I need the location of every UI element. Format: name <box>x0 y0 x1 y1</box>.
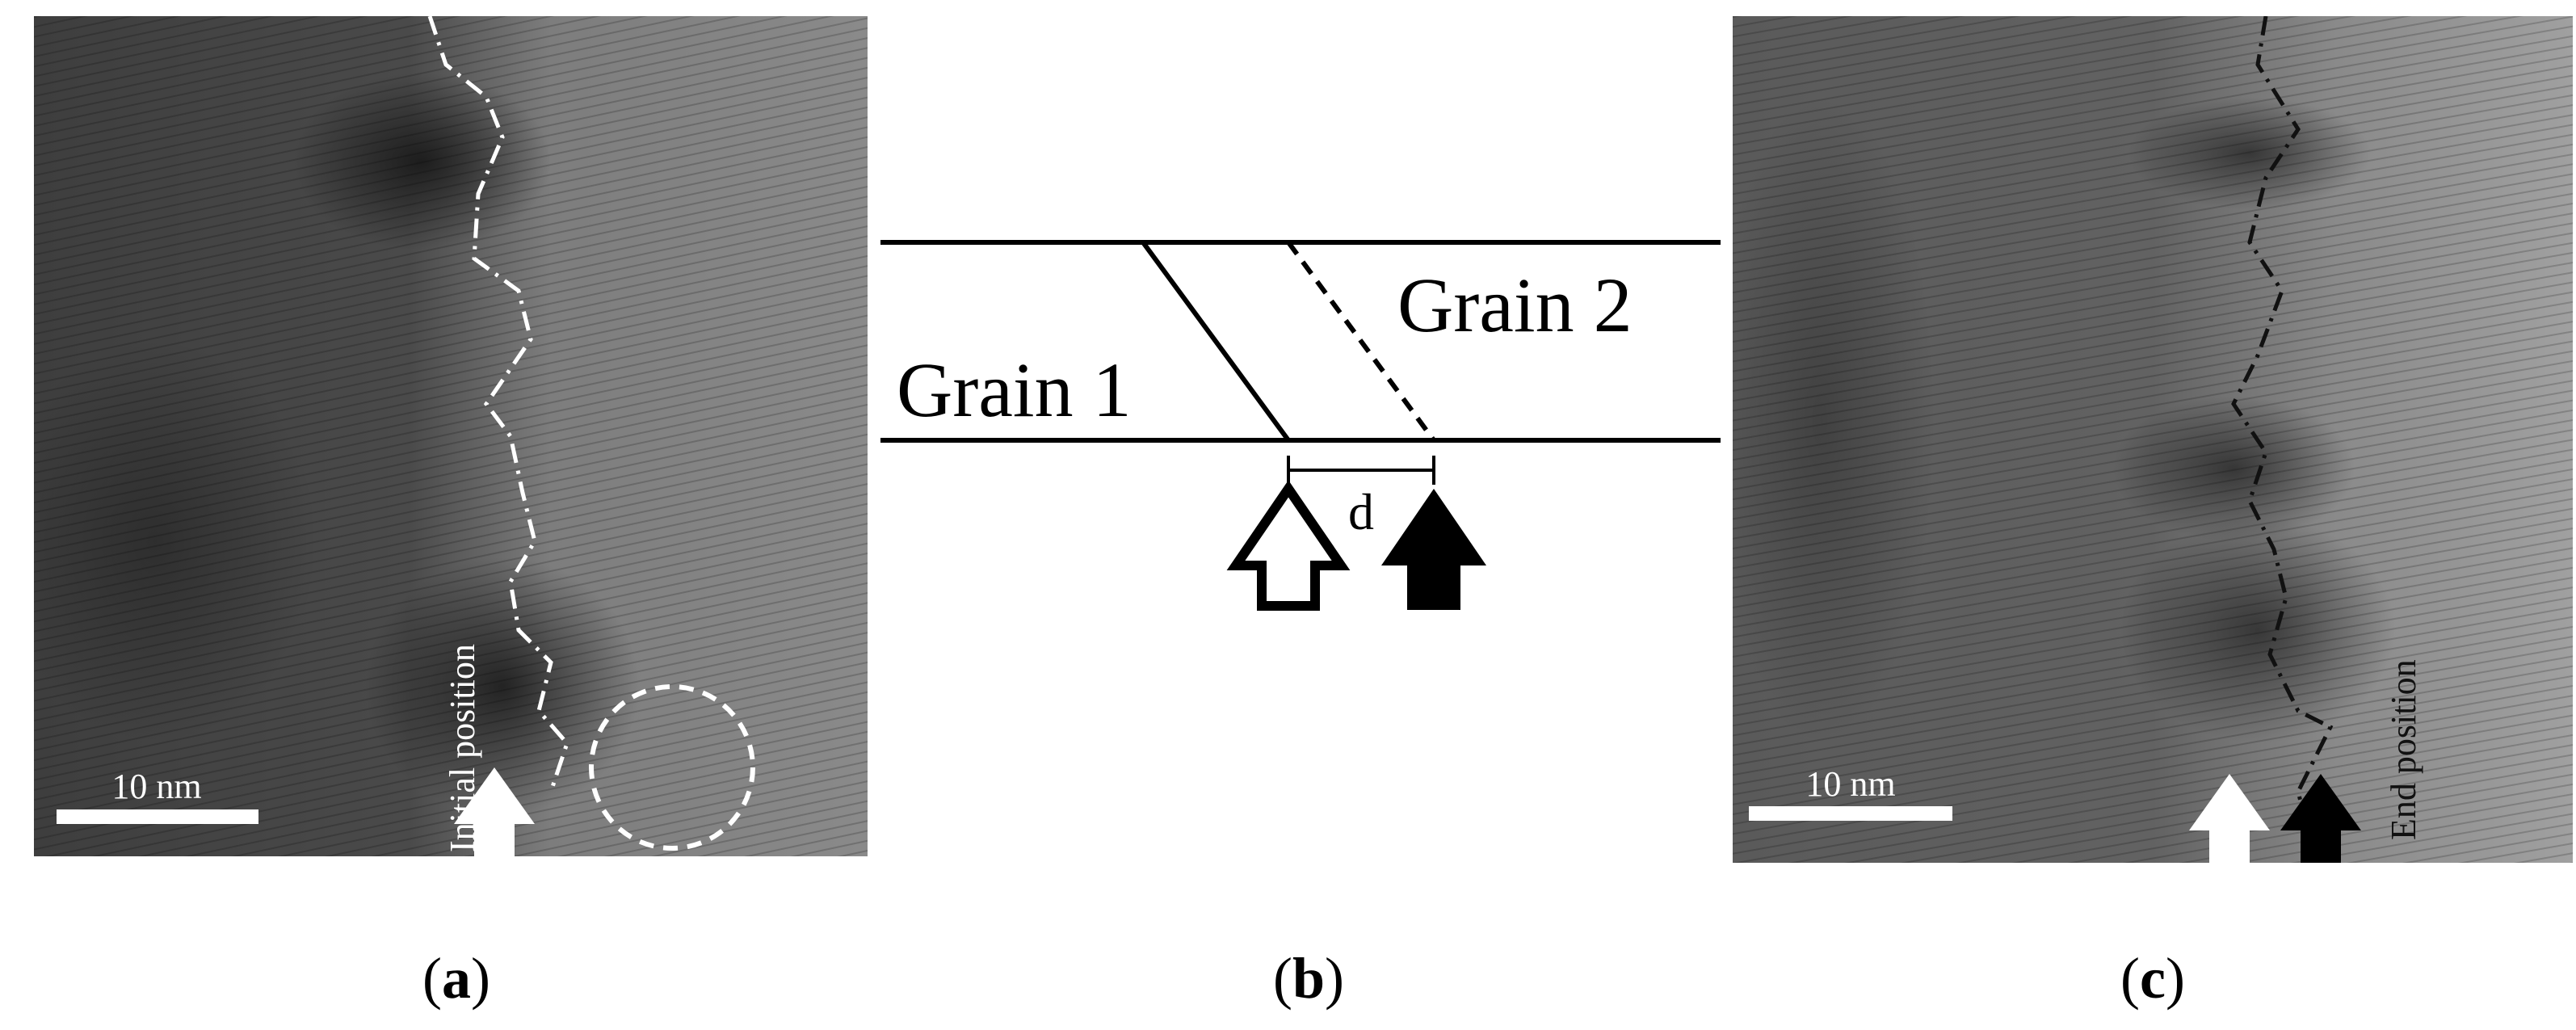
initial-boundary-line <box>1141 241 1291 442</box>
grain-boundary-end <box>2231 16 2334 825</box>
final-boundary-line <box>1286 241 1436 442</box>
grain-boundary-initial <box>427 16 569 792</box>
scale-bar-c <box>1749 806 1952 821</box>
scale-bar-label-c: 10 nm <box>1805 764 1895 804</box>
caption-letter-b: b <box>1292 946 1326 1011</box>
white-arrow-c <box>2189 774 2270 863</box>
white-arrow-a <box>454 767 535 856</box>
initial-position-label: Initial position <box>443 644 482 852</box>
micrograph-initial: 10 nm Initial position <box>34 16 868 856</box>
highlight-circle <box>589 684 755 851</box>
boundary-migration-diagram: Grain 1 Grain 2 d <box>880 240 1721 611</box>
micrograph-image-a: 10 nm Initial position <box>34 16 868 856</box>
micrograph-image-c: 10 nm End position <box>1733 16 2573 863</box>
end-position-label: End position <box>2384 659 2423 840</box>
caption-letter-c: c <box>2140 946 2166 1011</box>
solid-arrow-final <box>1381 489 1486 610</box>
grain-1-label: Grain 1 <box>897 347 1132 433</box>
distance-label: d <box>1348 483 1374 540</box>
scale-bar-a <box>57 809 258 824</box>
caption-b: (b) <box>1272 946 1345 1011</box>
micrograph-end: 10 nm End position <box>1733 16 2573 863</box>
caption-c: (c) <box>2120 946 2185 1011</box>
outline-arrow-initial <box>1226 480 1351 611</box>
caption-a: (a) <box>422 946 490 1011</box>
caption-letter-a: a <box>442 946 471 1011</box>
grain-2-label: Grain 2 <box>1397 262 1633 348</box>
scale-bar-label-a: 10 nm <box>111 767 201 806</box>
black-arrow-c <box>2280 774 2361 863</box>
